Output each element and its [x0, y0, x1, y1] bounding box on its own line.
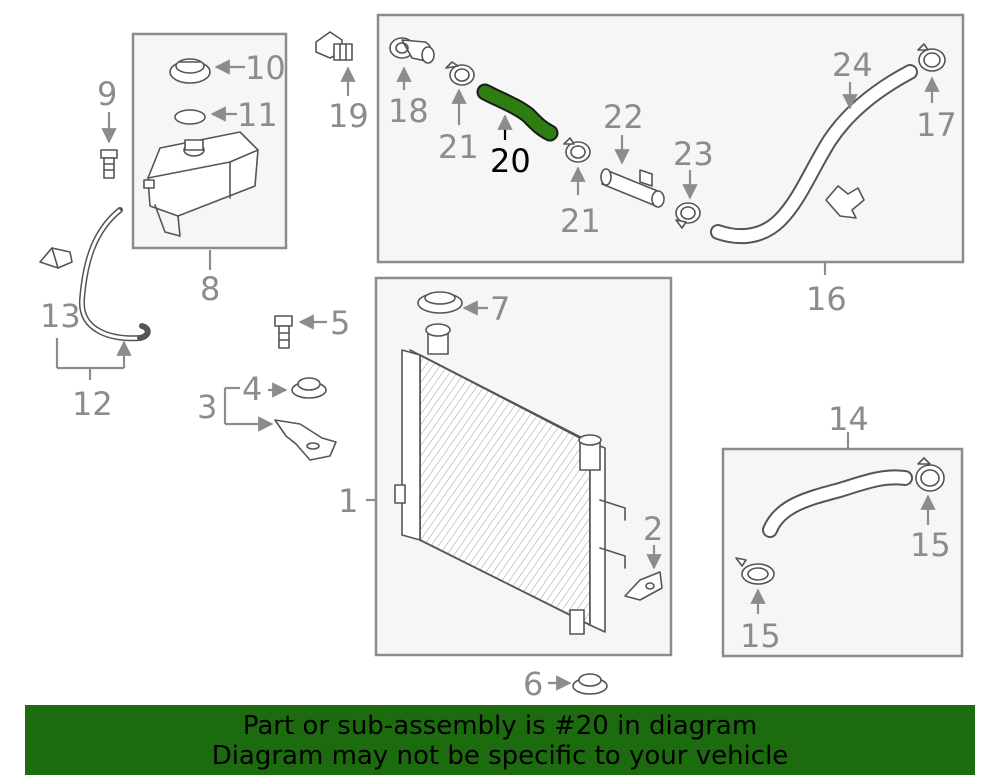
clamp-15b-part	[735, 557, 775, 585]
hose-14-part	[762, 469, 913, 538]
callout-20: 20	[490, 142, 531, 180]
callout-17: 17	[916, 106, 957, 144]
callout-15b: 15	[740, 617, 781, 655]
callout-11: 11	[237, 96, 278, 134]
bolt-9-part	[100, 149, 118, 179]
banner-line-2: Diagram may not be specific to your vehi…	[211, 741, 789, 771]
callout-14: 14	[828, 400, 869, 438]
bolt-5-part	[274, 315, 293, 349]
callout-6: 6	[523, 665, 543, 703]
radiator-cap-part	[417, 291, 463, 314]
mount-6-part	[572, 673, 608, 695]
callout-23: 23	[673, 135, 714, 173]
hose-20-part-highlighted	[476, 83, 559, 142]
info-banner: Part or sub-assembly is #20 in diagram D…	[25, 705, 975, 775]
fitting-18-part	[389, 37, 435, 64]
bracket-3-part	[274, 419, 337, 461]
mount-4-part	[291, 377, 327, 399]
callout-9: 9	[97, 75, 117, 113]
clamp-21a-part	[445, 61, 475, 86]
oring-part	[174, 109, 206, 125]
callout-16: 16	[806, 280, 847, 318]
callout-4: 4	[242, 370, 262, 408]
clip-13-part	[39, 247, 73, 269]
group-box-16	[376, 13, 965, 264]
clamp-15a-part	[915, 457, 945, 492]
pipe-22-part	[600, 168, 665, 208]
callout-3: 3	[197, 388, 217, 426]
clamp-23-part	[675, 202, 701, 229]
overflow-hose-part	[78, 207, 151, 342]
callout-24: 24	[832, 46, 873, 84]
banner-line-1: Part or sub-assembly is #20 in diagram	[242, 711, 758, 741]
callout-8: 8	[200, 270, 220, 308]
callout-10: 10	[245, 49, 286, 87]
hose-24-part	[710, 64, 918, 245]
clamp-21b-part	[563, 137, 591, 163]
callout-2: 2	[643, 510, 663, 548]
callout-21b: 21	[560, 202, 601, 240]
callout-15a: 15	[910, 526, 951, 564]
callout-21a: 21	[438, 128, 479, 166]
bracket-16-part	[825, 185, 865, 219]
callout-5: 5	[330, 304, 350, 342]
callout-19: 19	[328, 97, 369, 135]
callout-18: 18	[388, 92, 429, 130]
callout-1: 1	[338, 482, 358, 520]
callout-12: 12	[72, 385, 113, 423]
bracket-2-part	[624, 571, 663, 601]
radiator-part	[394, 323, 626, 635]
sensor-19-part	[315, 31, 353, 61]
reservoir-cap-part	[169, 58, 211, 84]
callout-22: 22	[603, 98, 644, 136]
reservoir-tank-part	[143, 131, 259, 237]
clamp-17-part	[917, 43, 946, 72]
callout-13: 13	[40, 297, 81, 335]
callout-7: 7	[490, 290, 510, 328]
